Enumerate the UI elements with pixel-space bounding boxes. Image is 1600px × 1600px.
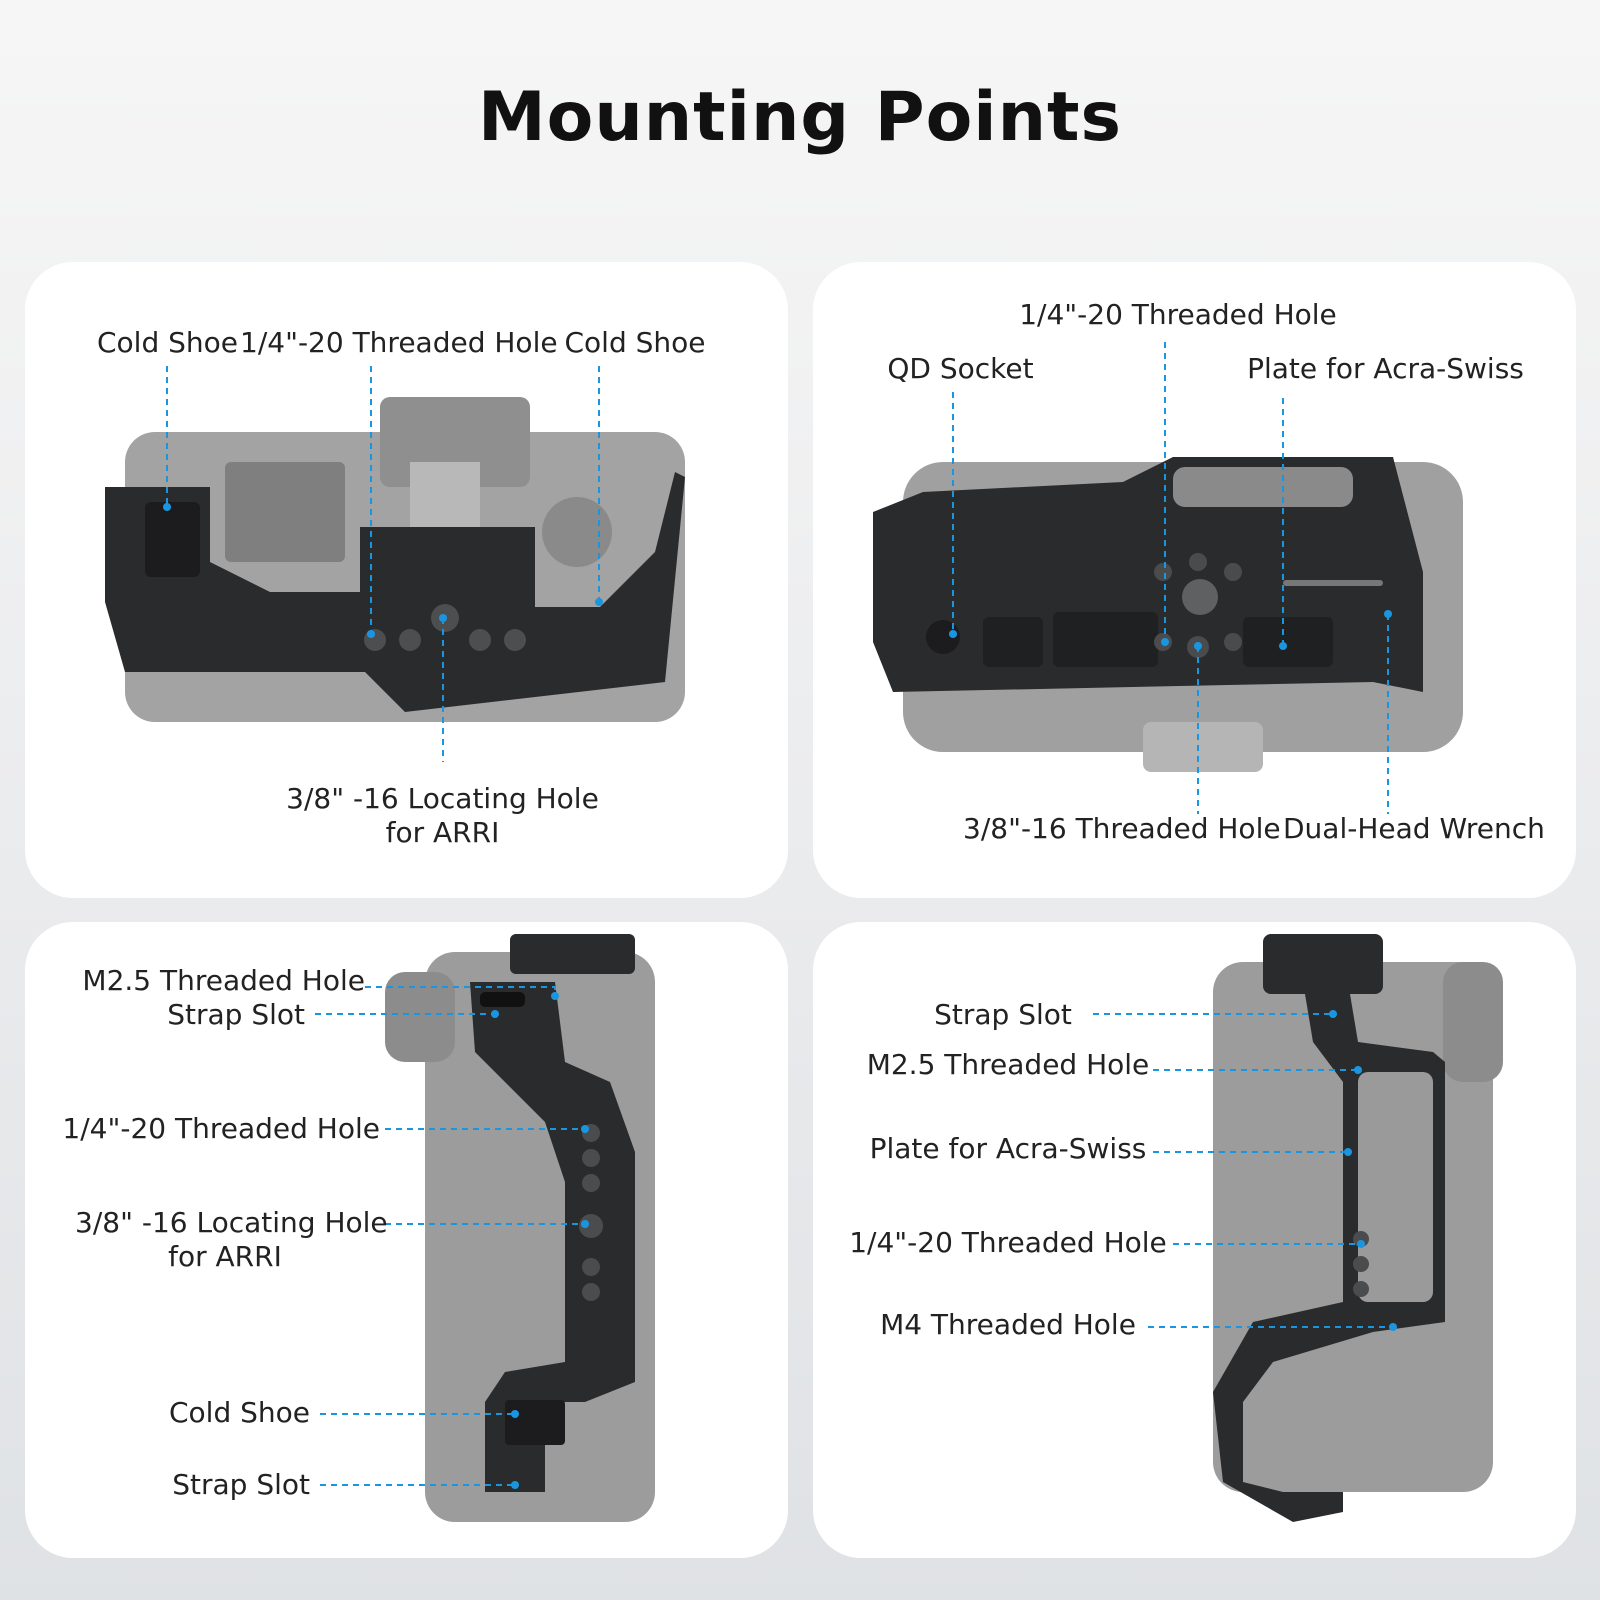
left-side-illustration <box>315 934 655 1522</box>
label-locating-line2: for ARRI <box>168 1240 282 1273</box>
top-view-illustration <box>105 366 685 762</box>
label-strap-slot-bottom: Strap Slot <box>172 1468 310 1501</box>
label-strap-slot-top: Strap Slot <box>167 998 305 1031</box>
label-locating-hole-line1: 3/8" -16 Locating Hole <box>286 782 599 815</box>
label-plate-acra: Plate for Acra-Swiss <box>869 1132 1147 1165</box>
page-title: Mounting Points <box>477 78 1123 157</box>
label-plate-acra: Plate for Acra-Swiss <box>1247 352 1524 385</box>
label-cold-shoe: Cold Shoe <box>168 1396 310 1429</box>
label-cold-shoe-right: Cold Shoe <box>564 326 706 359</box>
panel-bottom-view: 1/4"-20 Threaded Hole QD Socket Plate fo… <box>813 262 1576 898</box>
label-qd-socket: QD Socket <box>887 352 1034 385</box>
label-m4: M4 Threaded Hole <box>880 1308 1136 1341</box>
label-cold-shoe-left: Cold Shoe <box>96 326 238 359</box>
label-threaded-hole-top: 1/4"-20 Threaded Hole <box>1019 298 1337 331</box>
panel-right-side: Strap Slot M2.5 Threaded Hole Plate for … <box>813 922 1576 1558</box>
label-threaded-hole: 1/4"-20 Threaded Hole <box>240 326 558 359</box>
label-m25: M2.5 Threaded Hole <box>82 964 365 997</box>
label-threaded-hole-38: 3/8"-16 Threaded Hole <box>963 812 1281 845</box>
label-locating-hole-line2: for ARRI <box>385 816 500 849</box>
label-locating-line1: 3/8" -16 Locating Hole <box>75 1206 388 1239</box>
right-side-illustration <box>1093 934 1503 1522</box>
label-threaded-hole: 1/4"-20 Threaded Hole <box>849 1226 1167 1259</box>
panel-top-view: Cold Shoe 1/4"-20 Threaded Hole Cold Sho… <box>25 262 788 898</box>
label-m25: M2.5 Threaded Hole <box>866 1048 1150 1081</box>
label-strap-slot: Strap Slot <box>934 998 1072 1031</box>
panel-left-side: M2.5 Threaded Hole Strap Slot 1/4"-20 Th… <box>25 922 788 1558</box>
label-wrench: Dual-Head Wrench <box>1283 812 1545 845</box>
bottom-view-illustration <box>873 342 1463 814</box>
label-threaded-hole: 1/4"-20 Threaded Hole <box>62 1112 380 1145</box>
